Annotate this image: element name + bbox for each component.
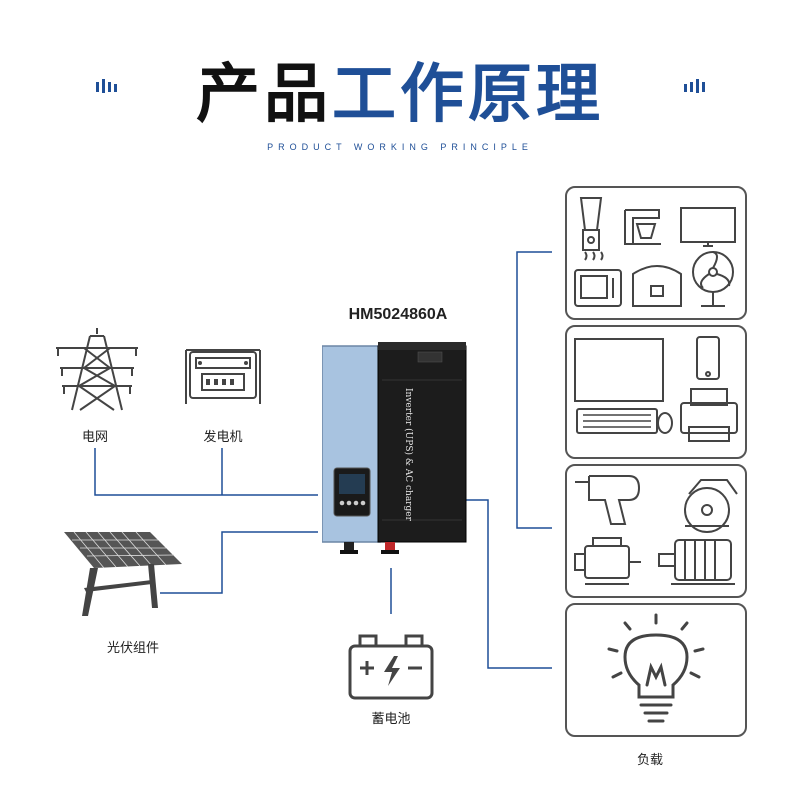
power-tools-icons xyxy=(574,475,738,585)
load-box-lighting xyxy=(565,603,747,737)
generator-icon xyxy=(185,349,261,404)
load-box-tools xyxy=(565,464,747,598)
title-part-1: 产品 xyxy=(196,58,332,132)
grid-label: 电网 xyxy=(81,430,108,445)
solar-label: 光伏组件 xyxy=(106,641,159,656)
light-bulb-icon xyxy=(607,613,705,723)
inverter-model: HM5024860A xyxy=(348,306,448,323)
title-part-2: 工作原理 xyxy=(332,58,604,132)
left-bars-decoration xyxy=(96,79,117,93)
right-bars-decoration xyxy=(684,79,705,93)
home-appliances-icons xyxy=(574,197,736,307)
solar-panel-icon xyxy=(64,531,182,616)
load-box-appliances xyxy=(565,186,747,320)
page-subtitle: PRODUCT WORKING PRINCIPLE xyxy=(267,142,533,152)
inverter-panel-text: Inverter (UPS) & AC charger xyxy=(403,388,414,522)
load-box-office xyxy=(565,325,747,459)
inverter-device: Inverter (UPS) & AC charger xyxy=(322,342,467,554)
office-equipment-icons xyxy=(574,336,738,442)
load-label: 负载 xyxy=(636,753,663,768)
battery-icon xyxy=(348,634,434,700)
battery-label: 蓄电池 xyxy=(371,712,411,727)
power-tower-icon xyxy=(56,328,138,411)
generator-label: 发电机 xyxy=(203,430,243,445)
page-title: 产品工作原理 xyxy=(0,58,800,132)
